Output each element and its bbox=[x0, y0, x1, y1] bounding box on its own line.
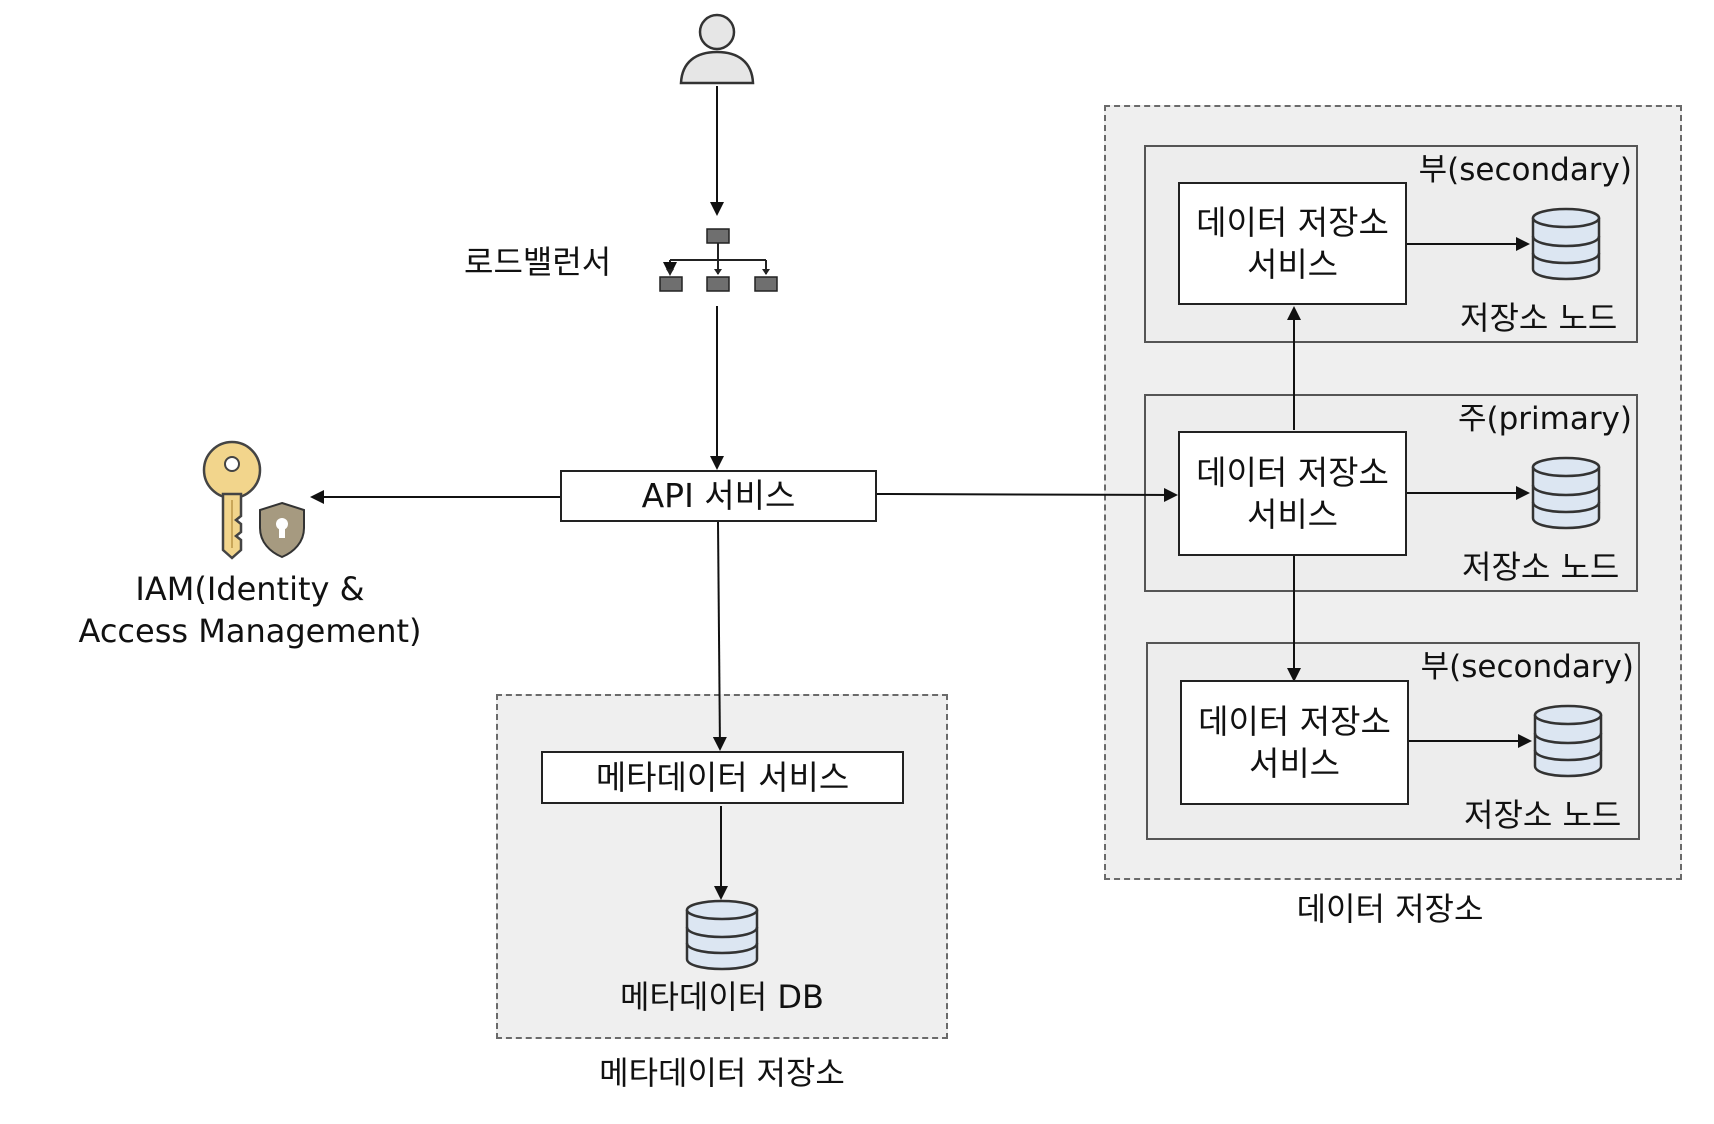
api-service-label: API 서비스 bbox=[641, 476, 796, 515]
data-store-service-box-1[interactable]: 데이터 저장소 서비스 bbox=[1178, 182, 1407, 305]
storage-node-db-icon-2 bbox=[1531, 456, 1601, 530]
panel-title-secondary-bottom: 부(secondary) bbox=[1420, 649, 1634, 685]
metadata-db-icon bbox=[685, 899, 759, 971]
metadata-db-label: 메타데이터 DB bbox=[620, 978, 824, 1016]
data-store-service-box-3[interactable]: 데이터 저장소 서비스 bbox=[1180, 680, 1409, 805]
metadata-service-label: 메타데이터 서비스 bbox=[595, 757, 850, 797]
arrow-api-to-data-store bbox=[876, 487, 1178, 502]
data-store-service-box-2[interactable]: 데이터 저장소 서비스 bbox=[1178, 431, 1407, 556]
storage-node-label-1: 저장소 노드 bbox=[1460, 299, 1618, 337]
storage-node-label-3: 저장소 노드 bbox=[1464, 796, 1622, 834]
load-balancer-label: 로드밸런서 bbox=[464, 243, 612, 281]
metadata-service-box[interactable]: 메타데이터 서비스 bbox=[541, 751, 904, 804]
data-store-service-label-3: 데이터 저장소 서비스 bbox=[1198, 701, 1391, 783]
panel-title-primary: 주(primary) bbox=[1457, 401, 1632, 437]
storage-node-db-icon-3 bbox=[1533, 704, 1603, 778]
storage-node-db-icon-1 bbox=[1531, 207, 1601, 281]
network-hierarchy-icon bbox=[659, 228, 778, 292]
arrow-api-to-metadata-service bbox=[712, 521, 727, 751]
user-icon bbox=[679, 13, 755, 85]
panel-title-secondary-top: 부(secondary) bbox=[1418, 152, 1632, 188]
data-store-region-label: 데이터 저장소 bbox=[1296, 890, 1484, 928]
data-store-service-label-2: 데이터 저장소 서비스 bbox=[1196, 452, 1389, 534]
api-service-box[interactable]: API 서비스 bbox=[560, 470, 877, 522]
key-shield-icon bbox=[202, 440, 305, 560]
data-store-service-label-1: 데이터 저장소 서비스 bbox=[1196, 202, 1389, 284]
metadata-store-region-label: 메타데이터 저장소 bbox=[599, 1054, 845, 1092]
storage-node-label-2: 저장소 노드 bbox=[1462, 548, 1620, 586]
iam-label: IAM(Identity & Access Management) bbox=[78, 570, 422, 650]
